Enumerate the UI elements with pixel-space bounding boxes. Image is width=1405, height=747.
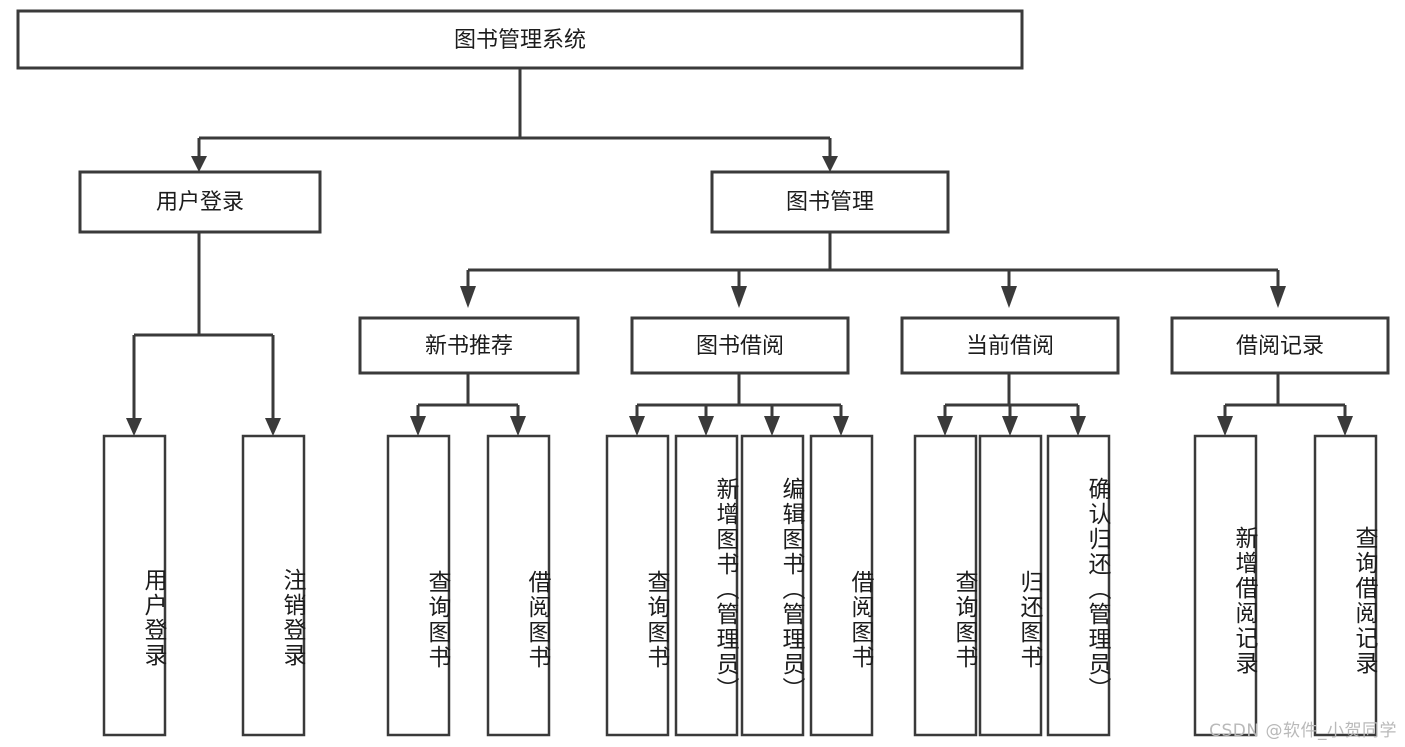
arrow-head-leaf-query-book-1 [410,416,426,436]
leaf-box-query-book-1[interactable] [386,434,451,737]
csdn-watermark: CSDN @软件_小贺同学 [1209,721,1397,741]
arrow-head-leaf-logout-login [265,418,281,436]
leaf-box-edit-book[interactable] [740,434,805,737]
leaf-box-logout-login[interactable] [241,434,306,737]
leaf-box-query-record[interactable] [1313,434,1378,737]
arrow-head-new-book-recommend [460,286,476,308]
node-user-login[interactable]: 用户登录 [78,170,322,234]
arrow-head-leaf-return-book [1002,416,1018,436]
node-current-borrow-box[interactable] [900,316,1120,375]
node-borrow-record-label: 借阅记录 [1236,334,1324,359]
leaf-box-add-book[interactable] [674,434,739,737]
node-current-borrow-label: 当前借阅 [966,334,1054,359]
arrow-head-leaf-query-book-3 [937,416,953,436]
leaf-box-layer [102,434,1378,737]
node-new-book-recommend-box[interactable] [358,316,580,375]
arrow-head-leaf-borrow-book-2 [833,416,849,436]
node-current-borrow[interactable]: 当前借阅 [900,316,1120,375]
node-book-management[interactable]: 图书管理 [710,170,950,234]
leaf-box-borrow-book-2[interactable] [809,434,874,737]
node-book-borrow-box[interactable] [630,316,850,375]
node-book-borrow-label: 图书借阅 [696,334,784,359]
node-user-login-label: 用户登录 [156,190,244,215]
leaf-box-user-login[interactable] [102,434,167,737]
node-book-management-label: 图书管理 [786,190,874,215]
node-root-label: 图书管理系统 [454,28,586,53]
arrow-head-leaf-borrow-book-1 [510,416,526,436]
arrow-head-leaf-user-login [126,418,142,436]
node-new-book-recommend-label: 新书推荐 [425,334,513,359]
leaf-box-add-record[interactable] [1193,434,1258,737]
arrow-head-leaf-confirm-return [1070,416,1086,436]
arrow-head-leaf-edit-book [764,416,780,436]
arrow-head-borrow-record [1270,286,1286,308]
arrow-head-leaf-add-book [698,416,714,436]
arrow-head-leaf-add-record [1217,416,1233,436]
arrow-head-leaf-query-record [1337,416,1353,436]
node-root-box[interactable] [16,9,1024,70]
node-borrow-record-box[interactable] [1170,316,1390,375]
leaf-box-return-book[interactable] [978,434,1043,737]
arrow-head-user-login [191,156,207,172]
node-new-book-recommend[interactable]: 新书推荐 [358,316,580,375]
arrow-head-book-borrow [731,286,747,308]
arrow-head-book-management [822,156,838,172]
leaf-box-query-book-3[interactable] [913,434,978,737]
connector-layer [126,68,1353,436]
node-borrow-record[interactable]: 借阅记录 [1170,316,1390,375]
arrow-head-current-borrow [1001,286,1017,308]
node-book-management-box[interactable] [710,170,950,234]
leaf-box-query-book-2[interactable] [605,434,670,737]
leaf-box-confirm-return[interactable] [1046,434,1111,737]
node-user-login-box[interactable] [78,170,322,234]
node-root[interactable]: 图书管理系统 [16,9,1024,70]
arrow-head-leaf-query-book-2 [629,416,645,436]
node-book-borrow[interactable]: 图书借阅 [630,316,850,375]
leaf-box-borrow-book-1[interactable] [486,434,551,737]
